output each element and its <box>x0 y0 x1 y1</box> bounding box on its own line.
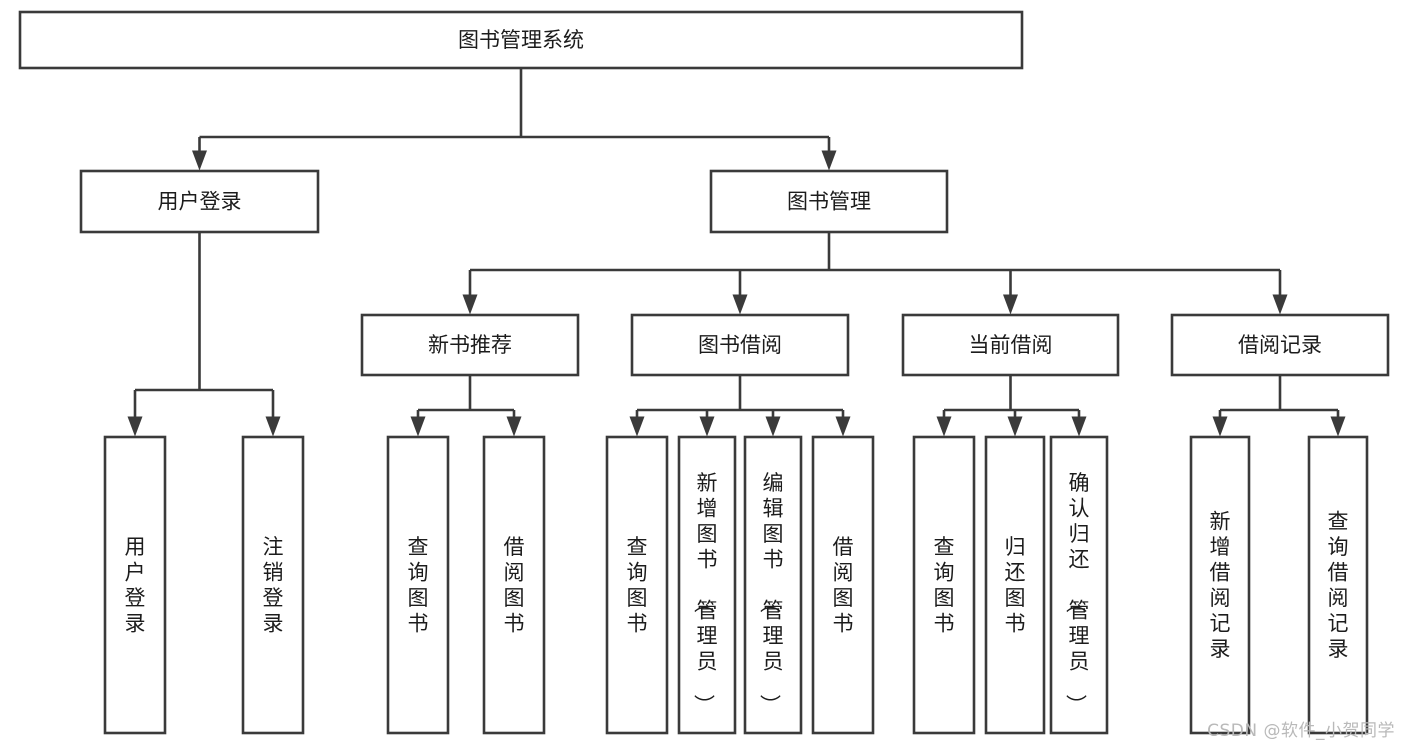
node-box-borrow-record[interactable] <box>1170 313 1390 377</box>
node-label-leaf-borrow-book-1: 借阅图书 <box>504 535 525 636</box>
edge-group-borrow-record <box>1212 375 1346 437</box>
arrow-head-leaf-query-record <box>1330 416 1346 437</box>
node-leaf-user-login[interactable]: 用户登录 <box>103 435 167 735</box>
node-box-leaf-query-book-1[interactable] <box>386 435 450 735</box>
node-leaf-add-record[interactable]: 新增借阅记录 <box>1189 435 1251 735</box>
node-box-leaf-query-record[interactable] <box>1307 435 1369 735</box>
node-leaf-query-book-3[interactable]: 查询图书 <box>912 435 976 735</box>
node-label-root: 图书管理系统 <box>458 28 584 52</box>
node-leaf-return-book[interactable]: 归还图书 <box>984 435 1046 735</box>
edge-group-book-borrow <box>629 375 851 437</box>
arrow-head-leaf-borrow-book-2 <box>835 416 851 437</box>
node-leaf-edit-book[interactable]: 编辑图书（管理员） <box>743 435 803 735</box>
node-leaf-add-book[interactable]: 新增图书（管理员） <box>677 435 737 735</box>
node-box-leaf-borrow-book-2[interactable] <box>811 435 875 735</box>
node-box-leaf-borrow-book-1[interactable] <box>482 435 546 735</box>
node-label-borrow-record: 借阅记录 <box>1238 333 1322 357</box>
edge-group-user-login <box>127 232 281 437</box>
node-current-borrow[interactable]: 当前借阅 <box>901 313 1120 377</box>
edge-group-current-borrow <box>936 375 1087 437</box>
node-leaf-query-book-1[interactable]: 查询图书 <box>386 435 450 735</box>
node-label-leaf-return-book: 归还图书 <box>1005 535 1026 636</box>
arrow-head-leaf-query-book-3 <box>936 416 952 437</box>
edge-group-book-management <box>462 232 1288 315</box>
node-label-user-login: 用户登录 <box>158 190 242 214</box>
arrow-head-leaf-edit-book <box>765 416 781 437</box>
arrow-head-borrow-record <box>1272 294 1288 315</box>
node-new-book-recommend[interactable]: 新书推荐 <box>360 313 580 377</box>
node-box-leaf-confirm-return[interactable] <box>1049 435 1109 735</box>
arrow-head-leaf-return-book <box>1007 416 1023 437</box>
node-label-leaf-edit-book: 编辑图书（管理员） <box>758 471 784 715</box>
node-box-book-management[interactable] <box>709 169 949 234</box>
node-box-book-borrow[interactable] <box>630 313 850 377</box>
node-box-leaf-add-record[interactable] <box>1189 435 1251 735</box>
arrow-head-book-management <box>821 150 837 171</box>
node-book-borrow[interactable]: 图书借阅 <box>630 313 850 377</box>
node-leaf-confirm-return[interactable]: 确认归还（管理员） <box>1049 435 1109 735</box>
arrow-head-user-login <box>192 150 207 171</box>
node-root[interactable]: 图书管理系统 <box>18 10 1024 70</box>
node-box-user-login[interactable] <box>79 169 320 234</box>
node-leaf-query-record[interactable]: 查询借阅记录 <box>1307 435 1369 735</box>
node-box-leaf-user-login[interactable] <box>103 435 167 735</box>
arrow-head-leaf-add-record <box>1212 416 1228 437</box>
arrow-head-current-borrow <box>1003 294 1018 315</box>
node-label-current-borrow: 当前借阅 <box>969 333 1053 357</box>
node-label-new-book-recommend: 新书推荐 <box>428 333 512 357</box>
edge-group-new-book-recommend <box>410 375 522 437</box>
nodes-layer: 图书管理系统用户登录图书管理新书推荐图书借阅当前借阅借阅记录用户登录注销登录查询… <box>18 10 1390 735</box>
arrow-head-leaf-user-logout <box>265 416 281 437</box>
node-label-leaf-user-logout: 注销登录 <box>263 535 284 636</box>
node-label-leaf-add-record: 新增借阅记录 <box>1210 509 1231 661</box>
arrow-head-leaf-user-login <box>127 416 143 437</box>
node-label-leaf-confirm-return: 确认归还（管理员） <box>1064 471 1090 715</box>
node-box-leaf-query-book-2[interactable] <box>605 435 669 735</box>
node-box-new-book-recommend[interactable] <box>360 313 580 377</box>
arrow-head-leaf-confirm-return <box>1071 416 1087 437</box>
node-label-leaf-query-book-1: 查询图书 <box>408 535 429 636</box>
node-label-leaf-add-book: 新增图书（管理员） <box>692 471 718 715</box>
node-borrow-record[interactable]: 借阅记录 <box>1170 313 1390 377</box>
node-user-login[interactable]: 用户登录 <box>79 169 320 234</box>
arrow-head-new-book-recommend <box>462 294 478 315</box>
node-label-leaf-user-login: 用户登录 <box>125 535 146 636</box>
node-box-leaf-add-book[interactable] <box>677 435 737 735</box>
node-box-leaf-edit-book[interactable] <box>743 435 803 735</box>
node-label-book-management: 图书管理 <box>787 190 871 214</box>
node-leaf-borrow-book-1[interactable]: 借阅图书 <box>482 435 546 735</box>
arrow-head-book-borrow <box>732 294 748 315</box>
arrow-head-leaf-add-book <box>699 416 715 437</box>
node-box-leaf-return-book[interactable] <box>984 435 1046 735</box>
node-leaf-query-book-2[interactable]: 查询图书 <box>605 435 669 735</box>
node-box-root[interactable] <box>18 10 1024 70</box>
node-box-leaf-query-book-3[interactable] <box>912 435 976 735</box>
node-label-leaf-query-record: 查询借阅记录 <box>1328 509 1349 661</box>
node-box-current-borrow[interactable] <box>901 313 1120 377</box>
node-label-book-borrow: 图书借阅 <box>698 333 782 357</box>
arrow-head-leaf-query-book-2 <box>629 416 645 437</box>
node-leaf-borrow-book-2[interactable]: 借阅图书 <box>811 435 875 735</box>
node-label-leaf-query-book-2: 查询图书 <box>627 535 648 636</box>
node-label-leaf-borrow-book-2: 借阅图书 <box>833 535 854 636</box>
node-label-leaf-query-book-3: 查询图书 <box>934 535 955 636</box>
node-leaf-user-logout[interactable]: 注销登录 <box>241 435 305 735</box>
edge-group-root <box>192 68 837 171</box>
edges-layer <box>127 68 1346 437</box>
node-box-leaf-user-logout[interactable] <box>241 435 305 735</box>
node-book-management[interactable]: 图书管理 <box>709 169 949 234</box>
arrow-head-leaf-borrow-book-1 <box>506 416 522 437</box>
arrow-head-leaf-query-book-1 <box>410 416 426 437</box>
